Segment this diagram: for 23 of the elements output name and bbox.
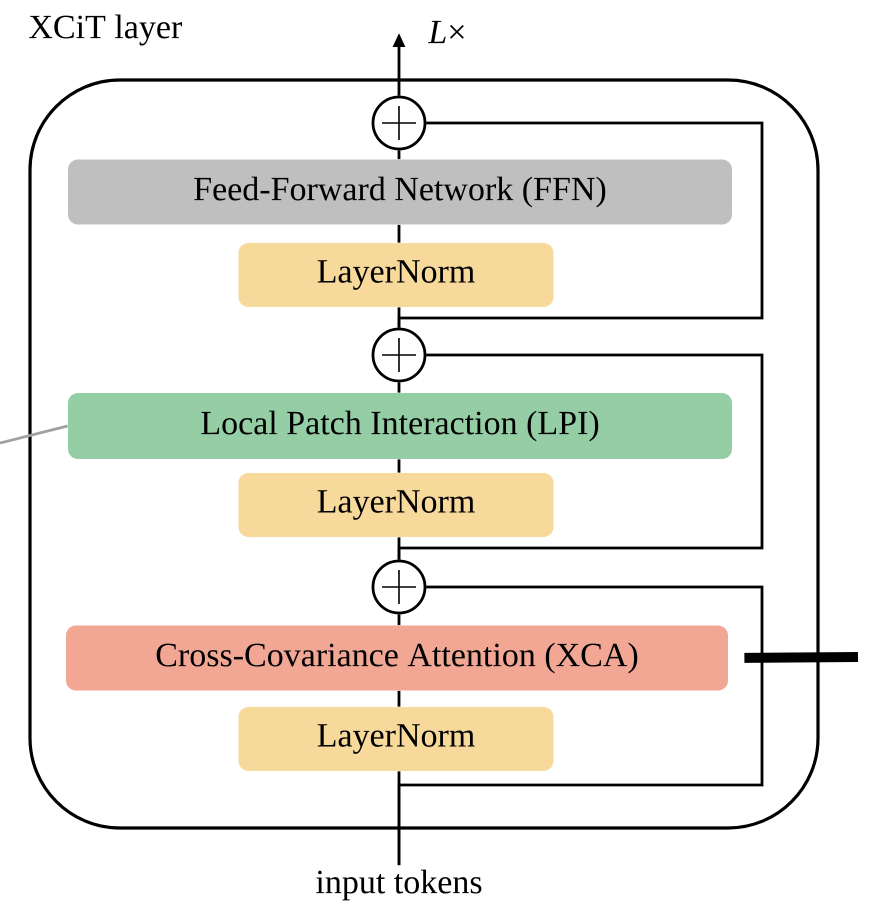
connector-line xyxy=(0,424,68,444)
connector-line xyxy=(398,122,764,328)
repeat-label: L× xyxy=(428,20,464,44)
process-box: LayerNorm xyxy=(238,243,554,307)
connector-line xyxy=(398,586,764,866)
process-box: LayerNorm xyxy=(238,707,554,771)
process-box: Local Patch Interaction (LPI) xyxy=(68,393,732,459)
adder-circle xyxy=(372,328,426,382)
connector-line xyxy=(398,690,400,707)
connector-line xyxy=(398,150,400,160)
connector-line xyxy=(744,652,858,663)
connector-line xyxy=(398,459,400,473)
connector-line xyxy=(398,382,400,393)
input-label: input tokens xyxy=(316,870,482,900)
process-box: Feed-Forward Network (FFN) xyxy=(68,160,732,224)
process-box: LayerNorm xyxy=(238,473,554,537)
connector-line xyxy=(398,354,764,560)
adder-circle xyxy=(372,96,426,150)
layer-heading: XCiT layer xyxy=(29,14,182,46)
process-box: Cross-Covariance Attention (XCA) xyxy=(66,626,728,690)
adder-circle xyxy=(372,560,426,614)
connector-line xyxy=(398,224,400,243)
connector-line xyxy=(398,614,400,626)
